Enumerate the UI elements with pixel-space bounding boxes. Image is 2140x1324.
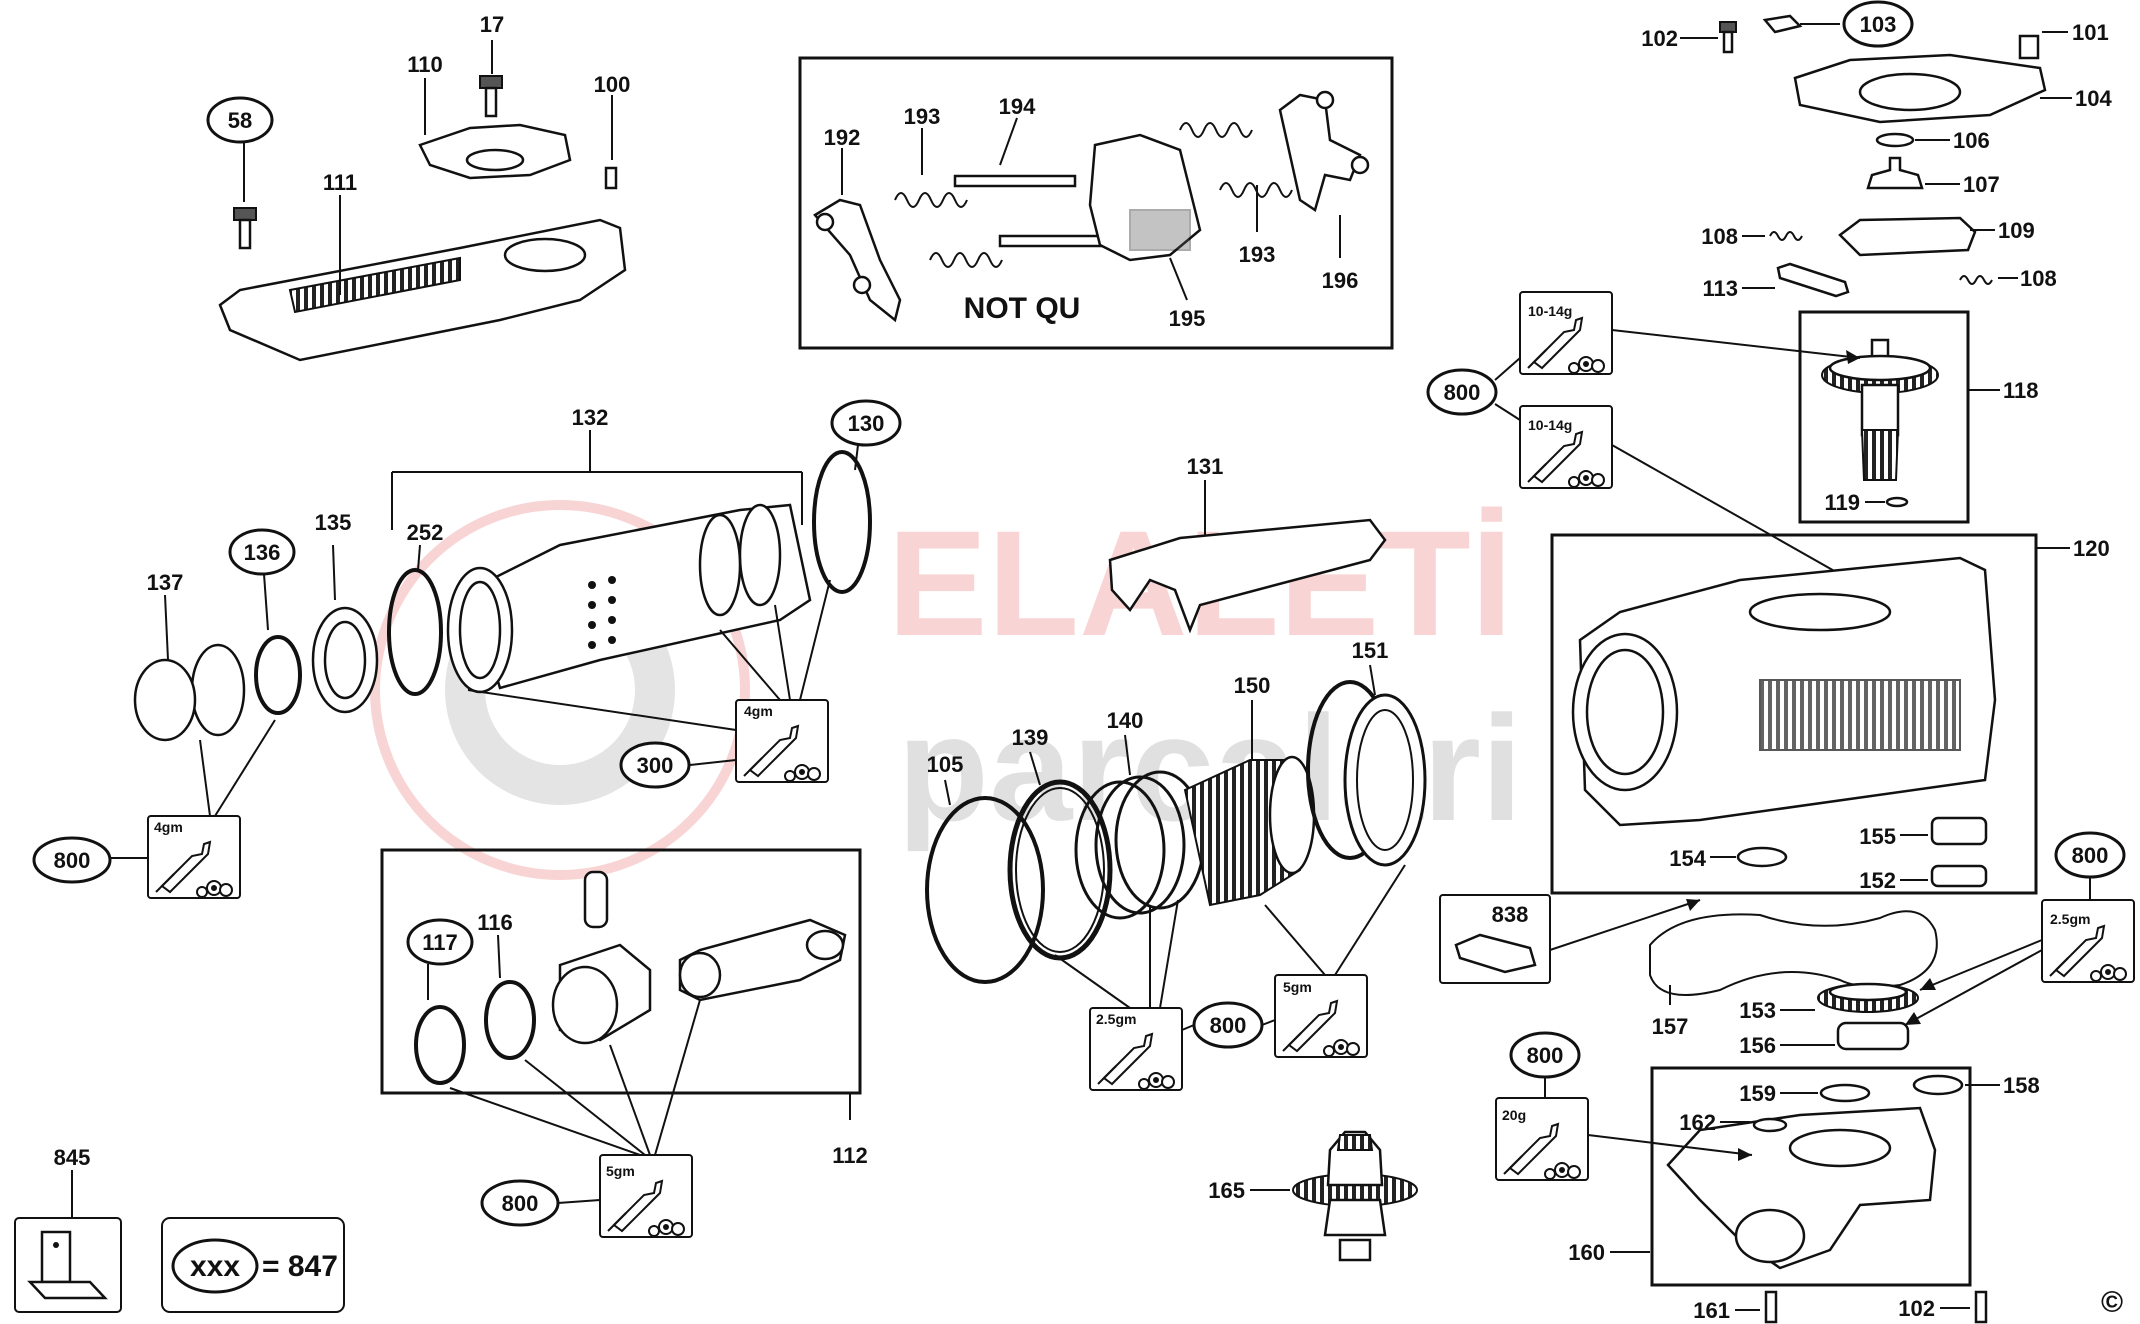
label-112: 112 (832, 1143, 868, 1168)
label-135: 135 (315, 510, 352, 535)
label-108-left: 108 (1701, 224, 1738, 249)
label-252: 252 (407, 520, 444, 545)
top-cover-group: 17 110 100 58 111 (206, 12, 631, 362)
label-117: 117 (422, 930, 458, 955)
label-153: 153 (1739, 998, 1776, 1023)
label-800-top: 800 (1444, 380, 1481, 405)
label-150: 150 (1234, 673, 1271, 698)
housing-120-group: 120 154 155 152 (1550, 533, 2110, 895)
label-107: 107 (1963, 172, 2000, 197)
label-800-bottom-right: 800 (1527, 1043, 1564, 1068)
label-845: 845 (54, 1145, 91, 1170)
label-116: 116 (477, 910, 513, 935)
label-195: 195 (1169, 306, 1206, 331)
callout-oval-58 (206, 96, 274, 144)
label-152: 152 (1859, 868, 1896, 893)
label-159: 159 (1739, 1081, 1776, 1106)
label-101: 101 (2072, 20, 2109, 45)
grease-5gm-middle: 5gm (1283, 979, 1312, 995)
label-118: 118 (2003, 378, 2039, 403)
label-800-left: 800 (54, 848, 91, 873)
cylinder-group: 132 130 136 135 252 137 300 800 4gm 4gm (32, 399, 902, 899)
grease-4gm-top: 4gm (744, 703, 773, 719)
gear-118-group: 119 118 800 10-14g 10-14g (1426, 291, 2039, 599)
label-132: 132 (572, 405, 609, 430)
label-131: 131 (1187, 454, 1224, 479)
label-137: 137 (147, 570, 184, 595)
grease-5gm-bottom: 5gm (606, 1163, 635, 1179)
grease-10-14g-a: 10-14g (1528, 303, 1572, 319)
label-111: 111 (323, 170, 357, 195)
label-105: 105 (927, 752, 964, 777)
label-838: 838 (1492, 902, 1529, 927)
label-155: 155 (1859, 824, 1896, 849)
sleeve-131-group: 131 (1108, 454, 1387, 634)
bottom-left-group: 845 xxx = 847 (14, 1145, 345, 1313)
label-103: 103 (1860, 12, 1897, 37)
gasket-group: 157 153 156 800 2.5gm (1649, 831, 2135, 1058)
label-194: 194 (999, 94, 1036, 119)
label-113: 113 (1703, 276, 1739, 301)
label-140: 140 (1107, 708, 1144, 733)
label-300: 300 (637, 753, 674, 778)
label-17: 17 (480, 12, 504, 37)
label-192: 192 (824, 125, 861, 150)
label-165: 165 (1208, 1178, 1245, 1203)
label-102-bottom: 102 (1898, 1296, 1935, 1321)
label-160: 160 (1568, 1240, 1605, 1265)
label-136: 136 (244, 540, 281, 565)
label-162: 162 (1679, 1110, 1716, 1135)
not-qu-box: 192 193 194 193 195 196 NOT QU (798, 56, 1394, 350)
grease-4gm-left: 4gm (154, 819, 183, 835)
label-100: 100 (594, 72, 631, 97)
legend-symbol: xxx (190, 1250, 240, 1283)
housing-160-group: 159 158 162 160 161 102 800 20g (1495, 1031, 2040, 1324)
label-58: 58 (228, 108, 252, 133)
gear-165-group: 165 (1208, 1130, 1418, 1262)
label-800-bottom: 800 (502, 1191, 539, 1216)
label-800-right: 800 (2072, 843, 2109, 868)
label-106: 106 (1953, 128, 1990, 153)
label-157: 157 (1652, 1014, 1689, 1039)
label-193-right: 193 (1239, 242, 1276, 267)
label-109: 109 (1998, 218, 2035, 243)
switch-gear-group: 102 103 101 104 106 107 108 109 108 113 (1641, 0, 2112, 301)
label-196: 196 (1322, 268, 1359, 293)
grease-10-14g-b: 10-14g (1528, 417, 1572, 433)
pin-part (604, 166, 618, 190)
label-800-middle: 800 (1210, 1013, 1247, 1038)
label-104: 104 (2075, 86, 2112, 111)
copyright-mark: © (2101, 1286, 2123, 1319)
part-838-group: 838 (1439, 894, 1701, 984)
label-130: 130 (848, 411, 885, 436)
legend-equals: = 847 (262, 1250, 338, 1283)
label-193-left: 193 (904, 104, 941, 129)
label-151: 151 (1352, 638, 1389, 663)
label-158: 158 (2003, 1073, 2040, 1098)
not-qu-label: NOT QU (964, 292, 1081, 325)
label-110: 110 (407, 52, 443, 77)
label-102-top: 102 (1641, 26, 1678, 51)
label-161: 161 (1693, 1298, 1730, 1323)
label-156: 156 (1739, 1033, 1776, 1058)
label-154: 154 (1669, 846, 1706, 871)
clutch-group: 105 139 140 150 151 800 5gm 2.5gm (925, 638, 1427, 1091)
label-139: 139 (1012, 725, 1049, 750)
grease-2-5gm-middle: 2.5gm (1096, 1011, 1136, 1027)
grease-20g: 20g (1502, 1107, 1526, 1123)
label-108-right: 108 (2020, 266, 2057, 291)
screw-part (479, 75, 503, 89)
piston-112-group: 117 116 112 800 5gm (380, 848, 868, 1238)
label-120: 120 (2073, 536, 2110, 561)
label-119: 119 (1825, 490, 1861, 515)
grease-2-5gm-right: 2.5gm (2050, 911, 2090, 927)
